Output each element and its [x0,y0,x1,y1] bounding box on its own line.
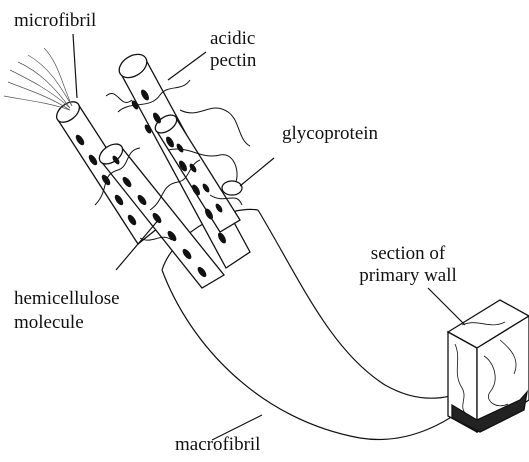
label-pectin: pectin [210,50,256,71]
label-molecule: molecule [14,312,84,333]
label-hemicellulose: hemicellulose [14,288,120,309]
leader-acidic-pectin [168,52,206,80]
label-microfibril: microfibril [14,10,96,31]
leader-section-primary-wall [428,288,465,325]
leader-microfibril [73,34,77,98]
label-primary-wall: primary wall [342,265,474,286]
label-acidic: acidic [210,28,255,49]
microfibril-bundle [53,50,250,288]
fibril-hairs [4,48,72,110]
label-glycoprotein: glycoprotein [282,123,378,144]
glycoprotein-blob [222,181,242,195]
label-section-of: section of [342,243,474,264]
leader-glycoprotein [240,158,274,186]
label-macrofibril: macrofibril [175,434,260,455]
